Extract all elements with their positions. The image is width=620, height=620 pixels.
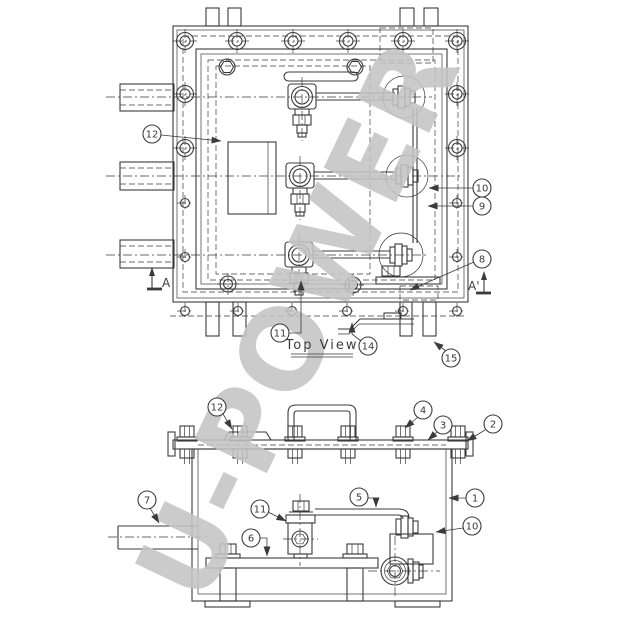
balloon-top-11: 11 [270, 323, 290, 343]
svg-text:9: 9 [479, 202, 485, 213]
view-title: Top View [285, 338, 359, 353]
svg-text:5: 5 [356, 493, 362, 504]
svg-text:4: 4 [420, 406, 426, 417]
svg-text:7: 7 [144, 496, 150, 507]
balloon-side-12: 12 [207, 397, 227, 417]
detail-circle [385, 154, 429, 198]
vertical-pipe [412, 108, 418, 243]
foot [394, 600, 441, 608]
valve-side [283, 494, 318, 566]
svg-text:6: 6 [248, 534, 254, 545]
svg-text:8: 8 [479, 255, 485, 266]
detail-circle [382, 75, 426, 119]
side-view-linework [108, 404, 474, 608]
pump-assembly [368, 533, 440, 598]
svg-text:14: 14 [362, 342, 375, 353]
lid-end-plate-right [465, 431, 474, 457]
box-wall-outline [195, 48, 448, 290]
balloon-side-2: 2 [483, 414, 503, 434]
svg-text:12: 12 [211, 403, 224, 414]
balloon-side-11: 11 [250, 499, 270, 519]
balloon-side-3: 3 [433, 415, 453, 435]
balloon-side-5: 5 [349, 487, 369, 507]
handle-top [283, 71, 359, 82]
svg-text:3: 3 [440, 421, 446, 432]
svg-text:12: 12 [146, 130, 159, 141]
annotations: A A' Top View 12 10 9 [137, 124, 503, 557]
balloon-top-8: 8 [472, 249, 492, 269]
svg-text:A': A' [468, 279, 480, 293]
svg-text:2: 2 [490, 420, 496, 431]
title-underline [291, 353, 353, 358]
handle-side [287, 404, 357, 440]
balloon-top-15: 15 [441, 348, 461, 368]
balloon-side-6: 6 [241, 528, 261, 548]
balloon-side-4: 4 [413, 400, 433, 420]
section-marker-a: A [147, 267, 171, 291]
svg-text:15: 15 [445, 354, 458, 365]
balloon-top-14: 14 [358, 336, 378, 356]
svg-text:11: 11 [254, 505, 267, 516]
inlet-pipe [108, 525, 212, 550]
svg-text:10: 10 [476, 184, 489, 195]
svg-text:11: 11 [274, 329, 287, 340]
side-view-leaders [149, 413, 486, 557]
svg-text:10: 10 [466, 522, 479, 533]
balloon-side-10: 10 [462, 516, 482, 536]
platform [205, 543, 379, 602]
top-view-leaders [160, 134, 475, 352]
pipe-run [315, 508, 419, 539]
lid-bracket [223, 431, 272, 441]
balloon-top-12: 12 [142, 124, 162, 144]
terminal-block [227, 141, 277, 215]
section-marker-a-prime: A' [468, 271, 491, 295]
balloon-side-1: 1 [465, 488, 485, 508]
svg-text:1: 1 [472, 494, 478, 505]
balloon-top-9: 9 [472, 196, 492, 216]
svg-text:A: A [162, 276, 171, 290]
inner-hex-bolt [218, 58, 236, 76]
solenoid-block [389, 533, 434, 565]
cable-glands [119, 83, 175, 269]
balloon-top-10: 10 [472, 178, 492, 198]
lid-end-plate-left [167, 431, 176, 457]
enclosure-lid-outline [172, 25, 469, 303]
balloon-side-7: 7 [137, 490, 157, 510]
